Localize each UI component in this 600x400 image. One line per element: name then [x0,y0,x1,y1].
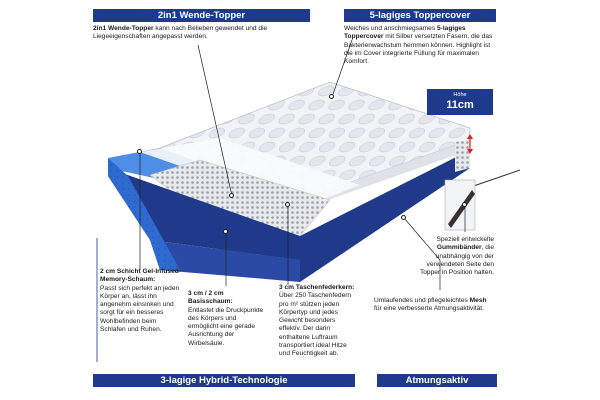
base-foam-description: 3 cm / 2 cm Basisschaum:Entlastet die Dr… [188,290,264,347]
pointer-dot [223,229,228,234]
springs-description: 3 cm Taschenfederkern:Über 250 Taschenfe… [279,284,355,358]
cover-side [300,140,470,210]
height-value: 11cm [446,99,474,111]
height-label: Höhe [453,92,467,98]
cover-title-bar: 5-lagiges Toppercover [344,9,496,22]
pointer-dot [462,202,467,207]
gel-foam-wall [108,158,180,270]
topper-title-bar: 2in1 Wende-Topper [93,9,310,22]
pointer-dot [329,94,334,99]
mesh-description: Umlaufendes und pflegeleichtes Mesh für … [374,297,487,313]
mesh-edge [455,140,470,172]
cover-description: Weiches und anschmiegsames 5-lagiges Top… [344,25,493,66]
pointer-dot [229,193,234,198]
height-arrow [467,134,473,154]
base-foam-front [150,240,300,282]
base-foam-side [300,150,470,282]
breathable-bar: Atmungsaktiv [377,374,497,387]
straps-description: Speziell entwickelte Gummibänder, die un… [419,236,494,277]
white-strip [140,138,360,208]
gel-foam-description: 2 cm Schicht Gel-Infused-Memory-Schaum:P… [100,268,181,334]
pointer-dot [401,215,406,220]
strap-detail [444,179,476,231]
topper-description: 2in1 Wende-Topper kann nach Belieben gew… [93,25,268,41]
pointer-dot [137,149,142,154]
height-box: Höhe 11cm [427,89,493,115]
hybrid-technology-bar: 3-lagige Hybrid-Technologie [93,374,355,387]
pointer-dot [285,202,290,207]
